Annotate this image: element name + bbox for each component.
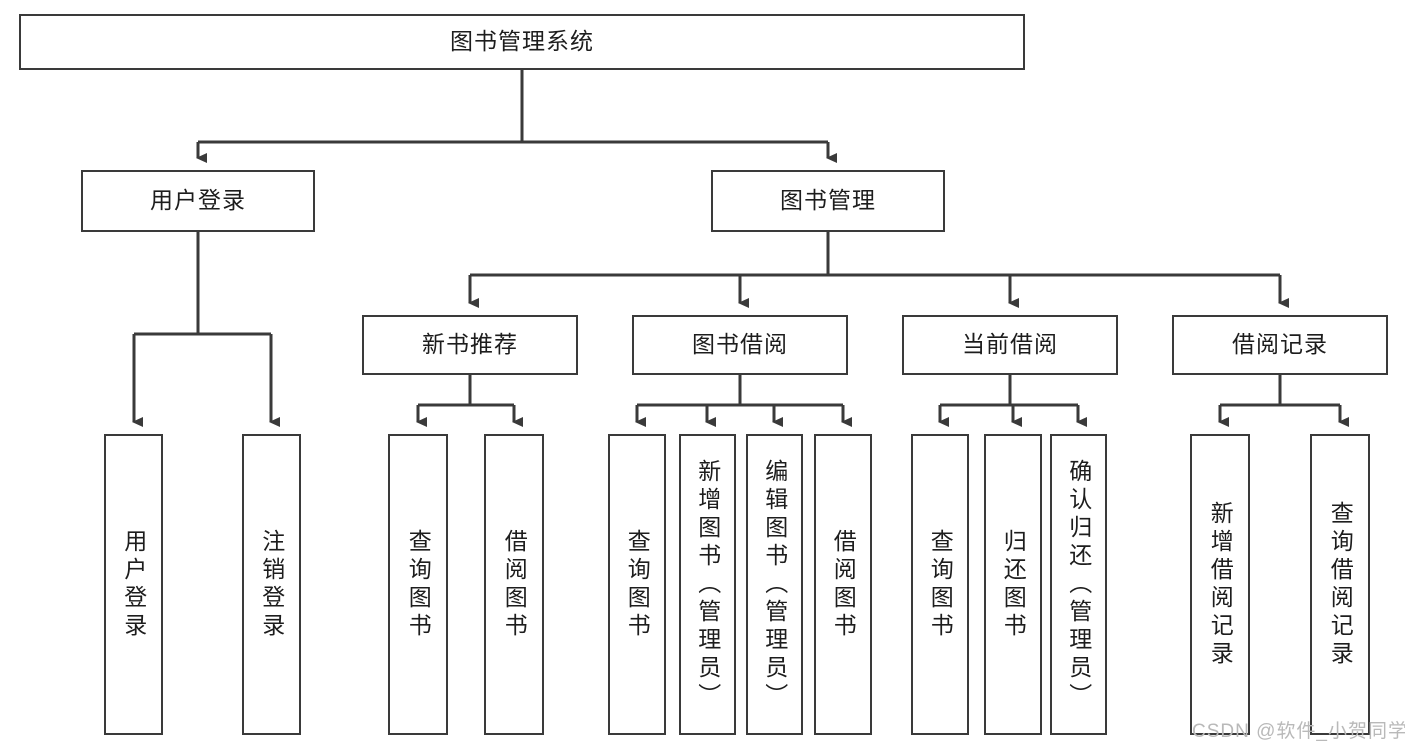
node-book-borrow[interactable]: 图书借阅: [632, 315, 848, 375]
node-leaf-logout-label: 注销登录: [258, 528, 285, 641]
node-leaf-add-book-admin[interactable]: 新增图书（管理员）: [679, 434, 736, 735]
node-user-login-label: 用户登录: [150, 187, 246, 214]
node-leaf-query-borrow-record-label: 查询借阅记录: [1327, 500, 1354, 669]
node-leaf-query-books-new[interactable]: 查询图书: [388, 434, 448, 735]
node-leaf-add-borrow-record-label: 新增借阅记录: [1207, 500, 1234, 669]
node-leaf-borrow-books-label: 借阅图书: [830, 528, 857, 641]
node-root[interactable]: 图书管理系统: [19, 14, 1025, 70]
node-new-book-recommend-label: 新书推荐: [422, 331, 518, 358]
node-book-management[interactable]: 图书管理: [711, 170, 945, 232]
node-leaf-query-books-borrow[interactable]: 查询图书: [608, 434, 666, 735]
node-new-book-recommend[interactable]: 新书推荐: [362, 315, 578, 375]
node-book-management-label: 图书管理: [780, 187, 876, 214]
node-leaf-borrow-books[interactable]: 借阅图书: [814, 434, 872, 735]
node-leaf-logout[interactable]: 注销登录: [242, 434, 301, 735]
node-leaf-add-book-admin-label: 新增图书（管理员）: [694, 458, 721, 711]
node-leaf-edit-book-admin[interactable]: 编辑图书（管理员）: [746, 434, 803, 735]
node-root-label: 图书管理系统: [450, 28, 594, 55]
node-leaf-confirm-return-admin[interactable]: 确认归还（管理员）: [1050, 434, 1107, 735]
node-leaf-borrow-books-new-label: 借阅图书: [501, 528, 528, 641]
node-leaf-query-books-current-label: 查询图书: [927, 528, 954, 641]
node-current-borrow-label: 当前借阅: [962, 331, 1058, 358]
node-leaf-borrow-books-new[interactable]: 借阅图书: [484, 434, 544, 735]
node-leaf-confirm-return-admin-label: 确认归还（管理员）: [1065, 458, 1092, 711]
node-leaf-edit-book-admin-label: 编辑图书（管理员）: [761, 458, 788, 711]
node-leaf-add-borrow-record[interactable]: 新增借阅记录: [1190, 434, 1250, 735]
node-leaf-user-login-label: 用户登录: [120, 528, 147, 641]
node-current-borrow[interactable]: 当前借阅: [902, 315, 1118, 375]
node-leaf-query-books-new-label: 查询图书: [405, 528, 432, 641]
csdn-watermark: CSDN @软件_小贺同学: [1192, 721, 1405, 742]
node-leaf-user-login[interactable]: 用户登录: [104, 434, 163, 735]
node-book-borrow-label: 图书借阅: [692, 331, 788, 358]
node-user-login[interactable]: 用户登录: [81, 170, 315, 232]
node-leaf-query-borrow-record[interactable]: 查询借阅记录: [1310, 434, 1370, 735]
node-leaf-query-books-current[interactable]: 查询图书: [911, 434, 969, 735]
node-leaf-return-books-label: 归还图书: [1000, 528, 1027, 641]
node-leaf-return-books[interactable]: 归还图书: [984, 434, 1042, 735]
node-leaf-query-books-borrow-label: 查询图书: [624, 528, 651, 641]
node-borrow-records[interactable]: 借阅记录: [1172, 315, 1388, 375]
node-borrow-records-label: 借阅记录: [1232, 331, 1328, 358]
